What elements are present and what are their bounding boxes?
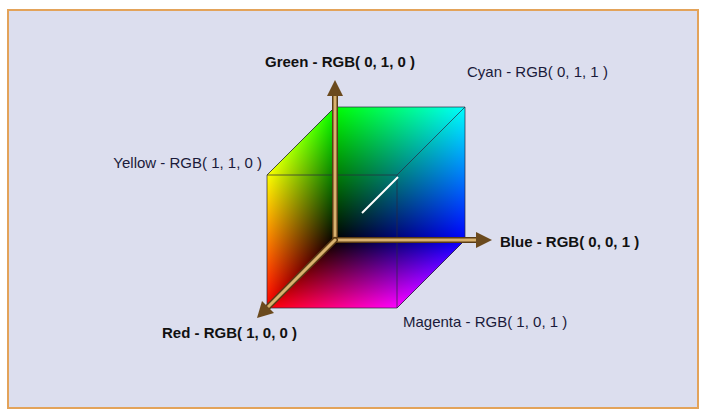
rb-face [267,240,465,308]
cube-edges [267,107,465,308]
corner-label: Magenta - RGB( 1, 0, 1 ) [403,313,567,331]
corner-label: Cyan - RGB( 0, 1, 1 ) [467,63,608,81]
axis-label: Green - RGB( 0, 1, 0 ) [265,53,415,71]
gb-face [335,107,465,240]
axes [257,80,492,318]
corner-label: Yellow - RGB( 1, 1, 0 ) [113,154,262,172]
axis-label: Blue - RGB( 0, 0, 1 ) [500,233,639,251]
axis-label: Red - RGB( 1, 0, 0 ) [162,324,297,342]
frame [8,10,698,408]
gray-diagonal [362,177,398,213]
